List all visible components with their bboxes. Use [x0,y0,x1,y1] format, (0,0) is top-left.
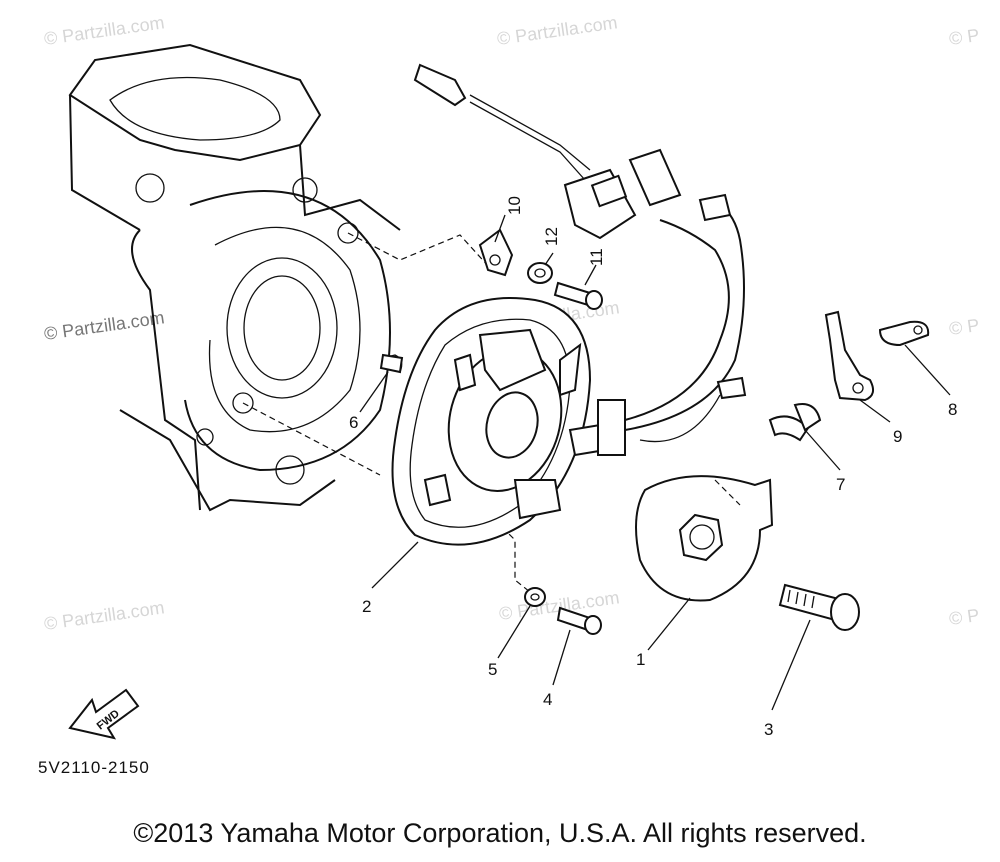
watermark: © Partzilla.com [43,597,166,634]
callout-2: 2 [362,597,371,616]
forward-arrow-icon: FWD [68,688,140,740]
washer-5 [524,587,546,607]
alignment-line [347,232,491,269]
clamp-8 [878,320,930,347]
callout-6: 6 [349,413,358,432]
watermark: © Partzilla.com [496,12,619,49]
bolt-3 [778,583,860,631]
crankcase-drawing [68,43,403,512]
dowel-6 [379,353,404,374]
copyright-notice: ©2013 Yamaha Motor Corporation, U.S.A. A… [133,818,867,848]
watermark: © P [948,605,981,629]
watermark: © Partzilla.com [43,307,166,344]
callout-11: 11 [587,248,606,266]
callout-10: 10 [505,196,524,215]
watermark: © P [948,315,981,339]
screw-4 [556,606,602,635]
clamp-7 [768,403,822,442]
rotor-plate [635,475,774,602]
alignment-line [242,402,381,476]
clip-10 [478,228,514,277]
watermark: © P [948,25,981,49]
washer-12 [527,262,553,284]
callout-9: 9 [893,427,902,446]
callout-7: 7 [836,475,845,494]
watermark: © Partzilla.com [43,12,166,49]
callout-5: 5 [488,660,497,679]
callout-12: 12 [542,227,561,246]
wire-harness [413,63,747,443]
leader-lines [359,214,951,711]
bracket-9 [824,310,875,402]
callout-4: 4 [543,690,552,709]
callout-3: 3 [764,720,773,739]
callout-8: 8 [948,400,957,419]
diagram-code: 5V2110-2150 [38,758,150,777]
callout-1: 1 [636,650,645,669]
stator-assembly [391,297,626,546]
screw-11 [553,281,603,310]
